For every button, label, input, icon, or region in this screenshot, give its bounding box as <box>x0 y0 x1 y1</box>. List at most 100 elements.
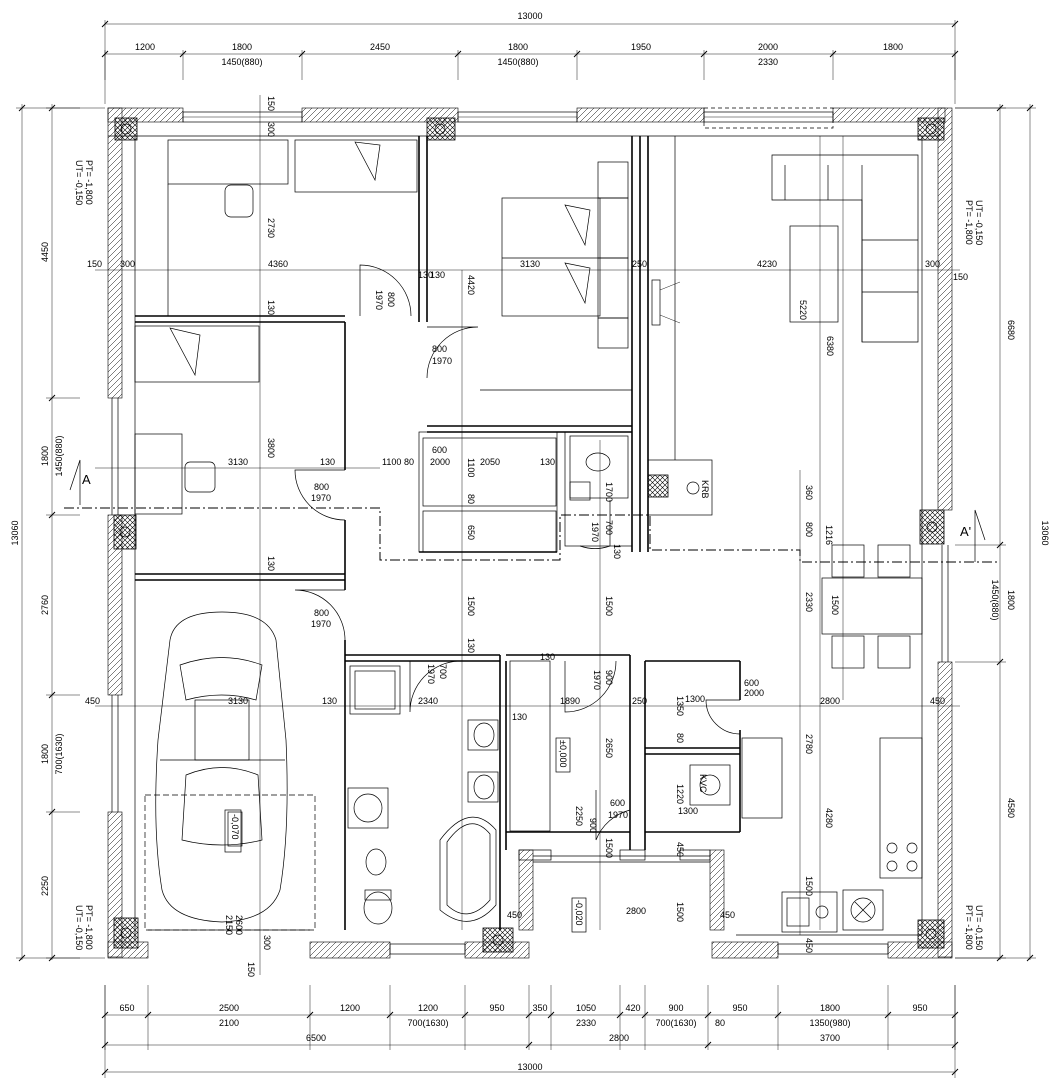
level-garage: -0,070 <box>230 814 240 840</box>
dim-bottom-seg: 950 <box>489 1003 504 1013</box>
svg-text:1970: 1970 <box>426 664 436 684</box>
dimension-tick <box>48 808 56 816</box>
svg-text:2730: 2730 <box>266 218 276 238</box>
svg-text:UT= -0,150: UT= -0,150 <box>74 905 84 950</box>
dimension-tick <box>48 691 56 699</box>
svg-text:1100: 1100 <box>382 457 401 467</box>
svg-text:150: 150 <box>953 272 968 282</box>
dim-top-window: 1450(880) <box>497 57 538 67</box>
door-label: 1970 <box>311 619 331 629</box>
dim-right-total: 13060 <box>1040 520 1050 545</box>
dimension-tick <box>101 20 109 28</box>
svg-text:130: 130 <box>512 712 527 722</box>
dim-top-seg: 1800 <box>232 42 252 52</box>
svg-text:150: 150 <box>87 259 102 269</box>
dim-bottom-seg: 2500 <box>219 1003 239 1013</box>
dimension-tick <box>951 20 959 28</box>
dim-bottom-seg: 1050 <box>576 1003 596 1013</box>
dim-left-window: 1450(880) <box>54 435 64 476</box>
svg-text:2800: 2800 <box>820 696 840 706</box>
dimension-tick <box>996 541 1004 549</box>
level-marks: ±0,000 -0,070 -0,020 <box>227 737 587 933</box>
dim-bottom-window: 700(1630) <box>655 1018 696 1028</box>
door-label: 800 <box>314 482 329 492</box>
svg-text:800: 800 <box>804 522 814 537</box>
dim-top-seg: 1800 <box>508 42 528 52</box>
dimension-tick <box>386 1011 394 1019</box>
dim-top-window: 1450(880) <box>221 57 262 67</box>
level-terrace: -0,020 <box>574 900 584 926</box>
dimension-tick <box>525 1011 533 1019</box>
svg-text:130: 130 <box>266 300 276 315</box>
dim-bottom-seg: 350 <box>532 1003 547 1013</box>
dim-right-window: 1450(880) <box>990 579 1000 620</box>
dim-bottom-mid: 2800 <box>609 1033 629 1043</box>
svg-text:UT= -0,150: UT= -0,150 <box>974 200 984 245</box>
dim-bottom-window: 80 <box>715 1018 725 1028</box>
dimension-tick <box>48 104 56 112</box>
svg-text:600: 600 <box>432 445 447 455</box>
section-label-right: A' <box>960 524 971 539</box>
svg-text:1300: 1300 <box>678 806 698 816</box>
section-label-left: A <box>82 472 91 487</box>
svg-text:2650: 2650 <box>604 738 614 758</box>
reference-lines <box>95 95 960 975</box>
svg-text:3800: 3800 <box>266 438 276 458</box>
svg-text:450: 450 <box>507 910 522 920</box>
svg-text:2330: 2330 <box>804 592 814 612</box>
svg-text:4280: 4280 <box>824 808 834 828</box>
svg-text:UT= -0,150: UT= -0,150 <box>974 905 984 950</box>
door-label: 800 <box>432 344 447 354</box>
svg-text:130: 130 <box>418 270 433 280</box>
dim-left-seg: 4450 <box>40 242 50 262</box>
svg-text:PT= -1,800: PT= -1,800 <box>84 905 94 950</box>
svg-text:900: 900 <box>604 670 614 685</box>
dim-bottom-seg: 650 <box>119 1003 134 1013</box>
dim-bottom-seg: 420 <box>625 1003 640 1013</box>
dim-top-seg: 1950 <box>631 42 651 52</box>
svg-text:1220: 1220 <box>675 784 685 804</box>
dimension-tick <box>996 658 1004 666</box>
svg-text:2800: 2800 <box>626 906 646 916</box>
dim-bottom-mid: 6500 <box>306 1033 326 1043</box>
svg-text:2000: 2000 <box>430 457 450 467</box>
svg-text:300: 300 <box>925 259 940 269</box>
svg-text:150: 150 <box>266 96 276 111</box>
svg-text:PT= -1,800: PT= -1,800 <box>964 200 974 245</box>
svg-text:80: 80 <box>675 733 685 743</box>
dimension-tick <box>996 104 1004 112</box>
dimension-tick <box>18 104 26 112</box>
dimension-tick <box>48 954 56 962</box>
dimension-tick <box>884 1011 892 1019</box>
svg-text:650: 650 <box>466 525 476 540</box>
dim-right-seg: 4580 <box>1006 798 1016 818</box>
dimension-tick <box>704 1011 712 1019</box>
svg-text:2340: 2340 <box>418 696 438 706</box>
svg-text:1970: 1970 <box>374 290 384 310</box>
dimension-tick <box>48 394 56 402</box>
svg-text:360: 360 <box>804 485 814 500</box>
svg-text:700: 700 <box>604 520 614 535</box>
door-label: 800 <box>386 292 396 307</box>
svg-text:300: 300 <box>262 935 272 950</box>
dim-left-window: 700(1630) <box>54 733 64 774</box>
wall-level-labels: PT= -1,800 UT= -0,150 PT= -1,800 UT= -0,… <box>74 160 984 950</box>
svg-text:130: 130 <box>466 638 476 653</box>
dimension-tick <box>454 50 462 58</box>
dim-bottom-seg: 950 <box>912 1003 927 1013</box>
svg-text:1500: 1500 <box>466 596 476 616</box>
dim-bottom-mid: 3700 <box>820 1033 840 1043</box>
svg-text:150: 150 <box>246 962 256 977</box>
dimension-tick <box>641 1011 649 1019</box>
dimension-tick <box>101 1041 109 1049</box>
svg-text:2150: 2150 <box>224 915 234 935</box>
car-icon <box>155 611 288 923</box>
svg-text:130: 130 <box>540 652 555 662</box>
dimension-tick <box>101 50 109 58</box>
svg-text:450: 450 <box>930 696 945 706</box>
svg-text:700: 700 <box>438 664 448 679</box>
dim-left-seg: 2250 <box>40 876 50 896</box>
svg-text:3130: 3130 <box>520 259 540 269</box>
dimension-lines <box>16 20 1036 1078</box>
